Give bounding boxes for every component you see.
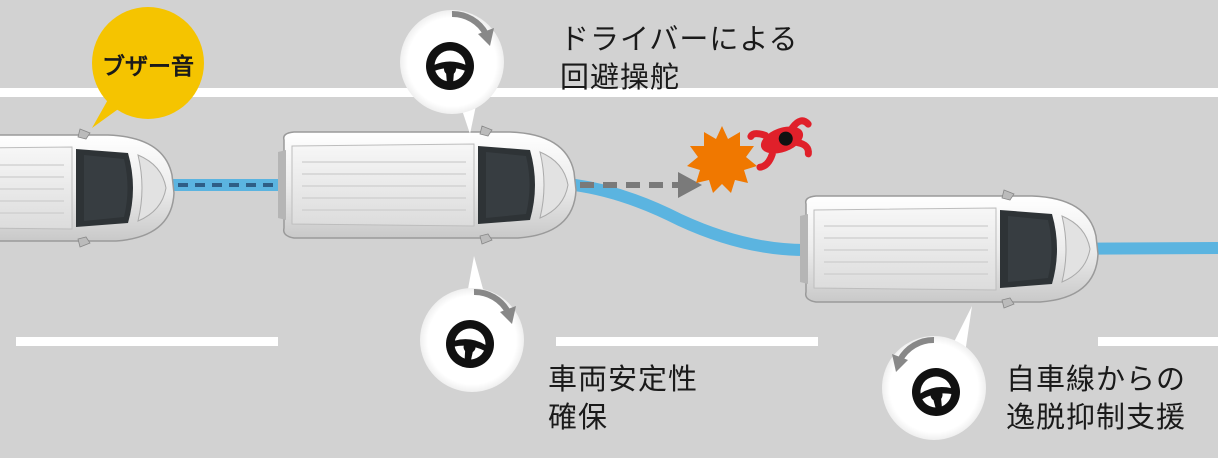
lane-line-top — [0, 88, 1218, 97]
departure-line1: 自車線からの — [1006, 362, 1187, 396]
vehicle-path — [0, 179, 1218, 257]
pedestrian-icon — [747, 117, 812, 171]
buzzer-bubble — [92, 7, 204, 128]
departure-line2: 逸脱抑制支援 — [1006, 400, 1187, 434]
impact-burst-icon — [687, 126, 757, 193]
vehicle-2 — [277, 125, 577, 245]
arrow-head-icon — [678, 172, 702, 198]
driver-steering-line1: ドライバーによる — [560, 22, 799, 56]
vehicle-3 — [799, 189, 1099, 309]
buzzer-label: ブザー音 — [102, 54, 194, 80]
stability-label: 車両安定性 確保 — [548, 360, 698, 436]
steering-wheel-icon — [426, 42, 474, 90]
driver-steering-line2: 回避操舵 — [560, 60, 681, 94]
driver-steering-bubble — [400, 10, 504, 134]
stability-line1: 車両安定性 — [548, 362, 699, 396]
departure-bubble — [882, 306, 986, 440]
departure-label: 自車線からの 逸脱抑制支援 — [1006, 360, 1186, 436]
stability-line2: 確保 — [548, 400, 609, 434]
lane-line-bottom-2 — [556, 337, 818, 346]
stability-bubble — [420, 256, 524, 392]
lane-line-bottom-1 — [16, 337, 278, 346]
vehicle-1 — [0, 128, 175, 248]
lane-line-bottom-3 — [1098, 337, 1218, 346]
driver-steering-label: ドライバーによる 回避操舵 — [560, 20, 799, 96]
